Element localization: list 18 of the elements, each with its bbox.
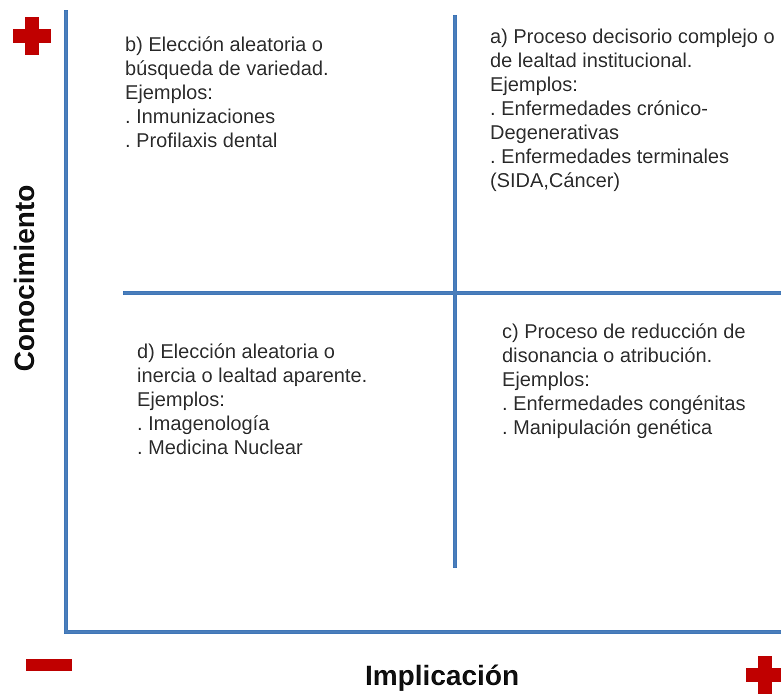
examples-heading: Ejemplos: <box>502 368 591 392</box>
examples-heading: Ejemplos: <box>125 81 214 105</box>
example-item: . Imagenología <box>137 412 270 436</box>
example-item: . Inmunizaciones <box>125 105 276 129</box>
quadrant-heading: d) Elección aleatoria o inercia o lealtad aparente. <box>137 340 368 388</box>
quadrant-heading: b) Elección aleatoria o búsqueda de variedad. <box>125 33 330 81</box>
example-item: . Manipulación genética <box>502 416 714 440</box>
axis-title: Conocimiento <box>9 184 41 373</box>
example-item: . Enfermedades terminales (SIDA,Cáncer) <box>490 145 730 193</box>
example-item: . Profilaxis dental <box>125 129 278 153</box>
examples-heading: Ejemplos: <box>490 73 579 97</box>
examples-heading: Ejemplos: <box>137 388 226 412</box>
example-item: . Enfermedades crónico-Degenerativas <box>490 97 709 145</box>
example-item: . Medicina Nuclear <box>137 436 304 460</box>
quadrant-heading: a) Proceso decisorio complejo o de lealtad institucional. <box>490 25 776 73</box>
quadrant-heading: c) Proceso de reducción de disonancia o atribución. <box>502 320 746 368</box>
example-item: . Enfermedades congénitas <box>502 392 746 416</box>
axis-title: Implicación <box>365 660 520 692</box>
